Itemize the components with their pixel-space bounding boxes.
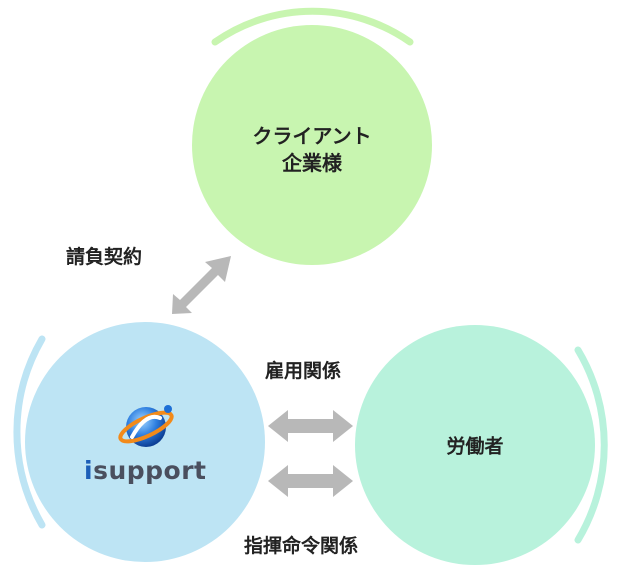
client-arc [211, 7, 414, 46]
isupport-arc [13, 335, 46, 529]
command-label: 指揮命令関係 [244, 535, 359, 557]
command-double-arrow [268, 465, 353, 497]
isupport-globe-icon [118, 405, 174, 447]
client-label: クライアント 企業様 [252, 123, 371, 177]
isupport-logo-text: isupport [84, 458, 207, 483]
isupport-logo: isupport [78, 402, 220, 488]
client-label-line2: 企業様 [281, 151, 342, 175]
worker-arc [574, 346, 608, 544]
contract-label: 請負契約 [66, 246, 143, 268]
client-label-line1: クライアント [252, 124, 372, 148]
worker-label: 労働者 [446, 435, 504, 458]
client-circle [192, 25, 432, 265]
logo-text-i: i [84, 456, 94, 485]
contract-double-arrow [172, 256, 231, 314]
worker-circle [355, 325, 595, 565]
employment-double-arrow [268, 410, 353, 442]
logo-text-rest: support [93, 456, 207, 485]
employment-label: 雇用関係 [265, 360, 342, 382]
